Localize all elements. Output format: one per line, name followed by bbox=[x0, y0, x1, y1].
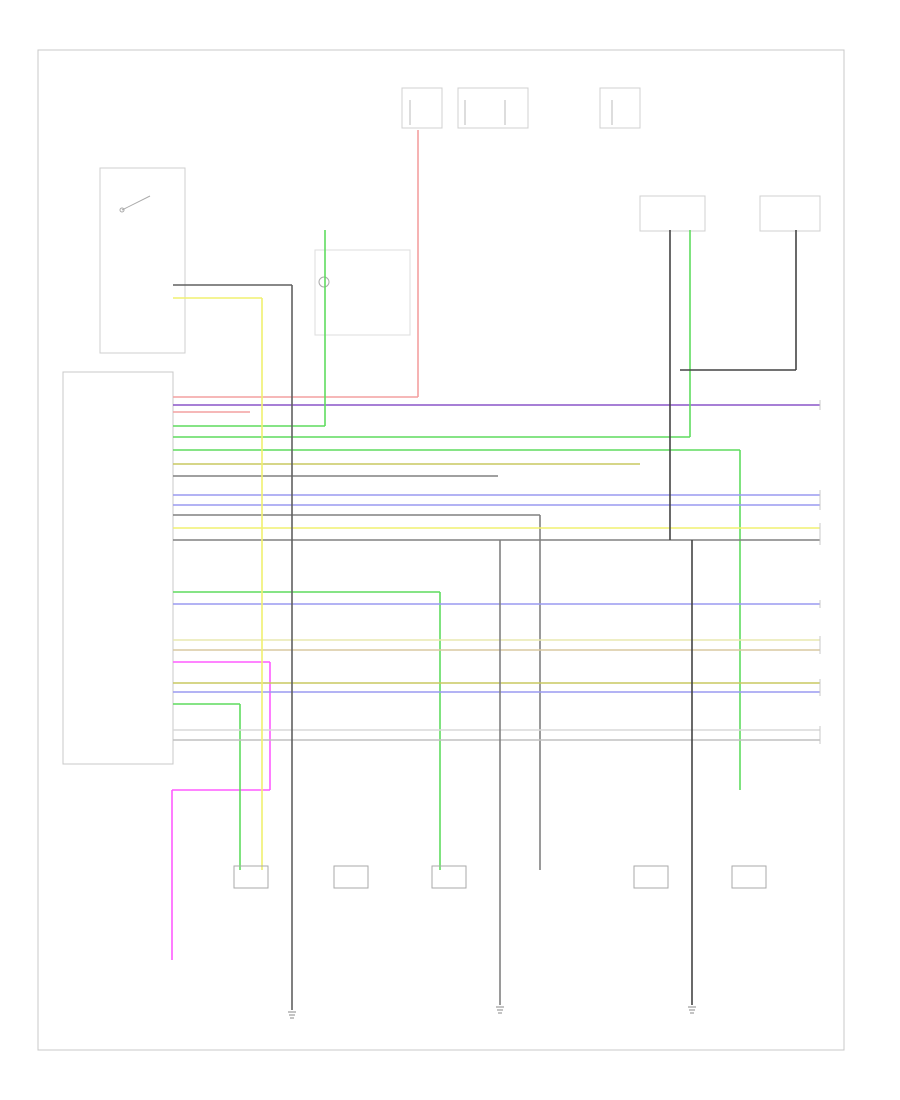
fuse-block-1 bbox=[401, 87, 443, 129]
switch-box bbox=[99, 167, 186, 354]
switch-pivot bbox=[119, 207, 125, 213]
relay-connector-2 bbox=[759, 195, 821, 232]
ground-symbols bbox=[288, 1006, 696, 1019]
sensor-2 bbox=[333, 865, 369, 889]
sensor-5 bbox=[731, 865, 767, 889]
relay-connector-1 bbox=[639, 195, 706, 232]
sensor-3 bbox=[431, 865, 467, 889]
sensor-1 bbox=[233, 865, 269, 889]
switch-contact bbox=[121, 195, 151, 211]
diagram-border bbox=[37, 49, 845, 1051]
ecm-box bbox=[62, 371, 174, 765]
sensor-4 bbox=[633, 865, 669, 889]
fuse-block-2 bbox=[457, 87, 529, 129]
splice-component bbox=[314, 249, 411, 336]
ecm-wires bbox=[171, 130, 820, 1010]
fuse-block-3 bbox=[599, 87, 641, 129]
